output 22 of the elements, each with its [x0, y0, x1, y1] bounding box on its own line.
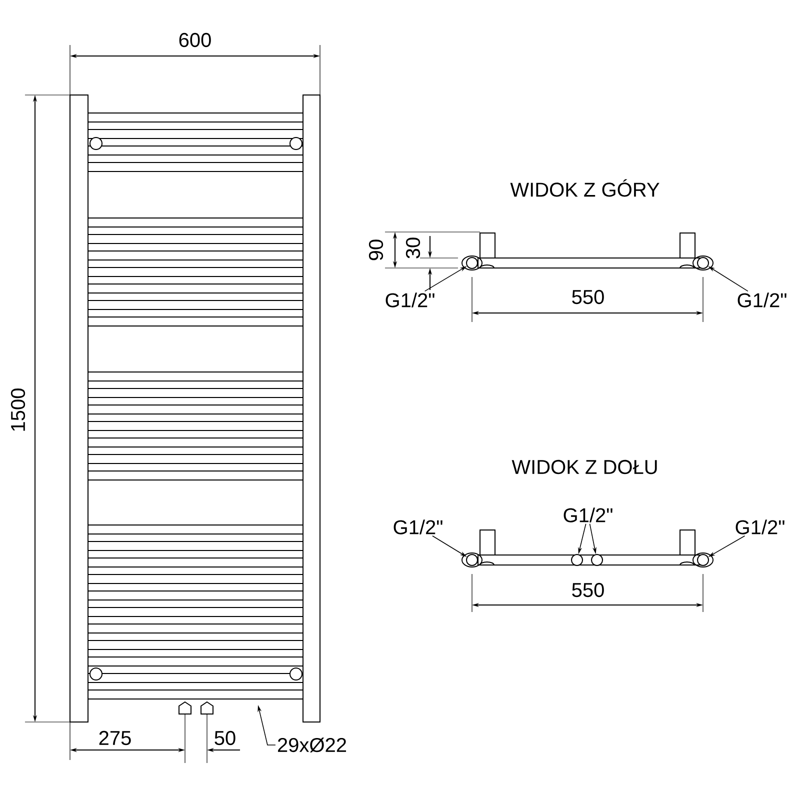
connection-port [697, 257, 709, 269]
callout-label: G1/2" [386, 292, 434, 308]
connection-port [466, 257, 478, 269]
view-title: WIDOK Z DOŁU [512, 460, 657, 474]
dimension-label: 50 [214, 730, 236, 746]
dimension-label: 90 [368, 240, 384, 260]
dimension-label: 30 [406, 238, 420, 258]
dimension-label: 550 [572, 582, 604, 598]
view-title: WIDOK Z GÓRY [510, 179, 660, 197]
callout-label: G1/2" [736, 520, 784, 534]
dimension-label: 1500 [10, 388, 26, 431]
connection-port [697, 554, 709, 566]
connection-port [571, 554, 583, 566]
callout-label: 29xØ22 [278, 738, 346, 752]
callout-label: G1/2" [564, 508, 612, 522]
callout-label: G1/2" [738, 292, 786, 308]
dimension-label: 275 [99, 730, 131, 746]
connection-port [591, 554, 603, 566]
callout-label: G1/2" [394, 520, 442, 534]
connection-port [466, 554, 478, 566]
dimension-label: 600 [179, 32, 211, 48]
dimension-label: 550 [572, 290, 604, 304]
